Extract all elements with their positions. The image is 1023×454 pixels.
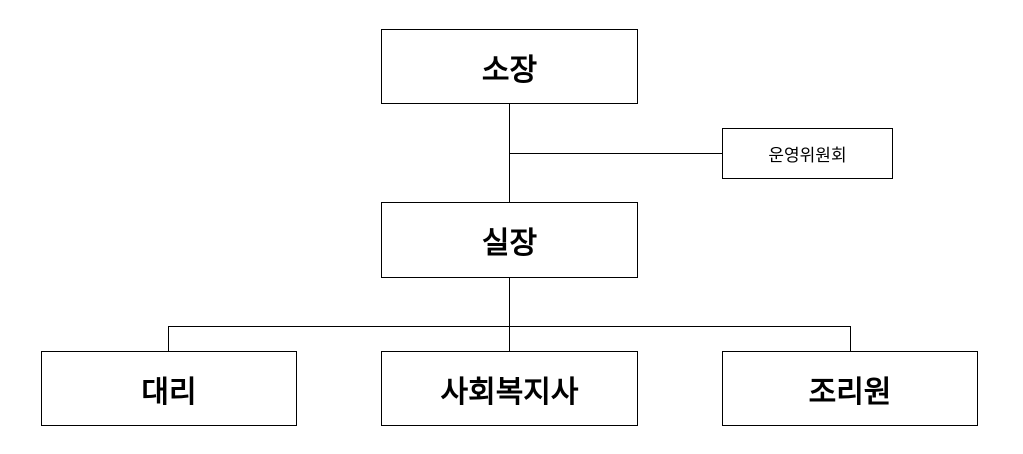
node-steering-committee: 운영위원회 [722, 128, 893, 179]
connector-drop-center [509, 326, 510, 352]
node-director: 소장 [381, 29, 638, 104]
node-social-worker: 사회복지사 [381, 351, 638, 426]
node-assistant-manager: 대리 [41, 351, 297, 426]
connector-middle-down [509, 277, 510, 326]
connector-drop-left [168, 326, 169, 352]
connector-to-side-box [509, 153, 723, 154]
node-director-label: 소장 [481, 52, 538, 88]
connector-drop-right [850, 326, 851, 352]
node-cook-label: 조리원 [808, 374, 892, 410]
node-office-chief: 실장 [381, 202, 638, 278]
node-cook: 조리원 [722, 351, 978, 426]
node-assistant-manager-label: 대리 [141, 374, 197, 410]
node-office-chief-label: 실장 [481, 226, 538, 261]
node-social-worker-label: 사회복지사 [440, 374, 579, 410]
node-steering-committee-label: 운영위원회 [768, 146, 847, 166]
